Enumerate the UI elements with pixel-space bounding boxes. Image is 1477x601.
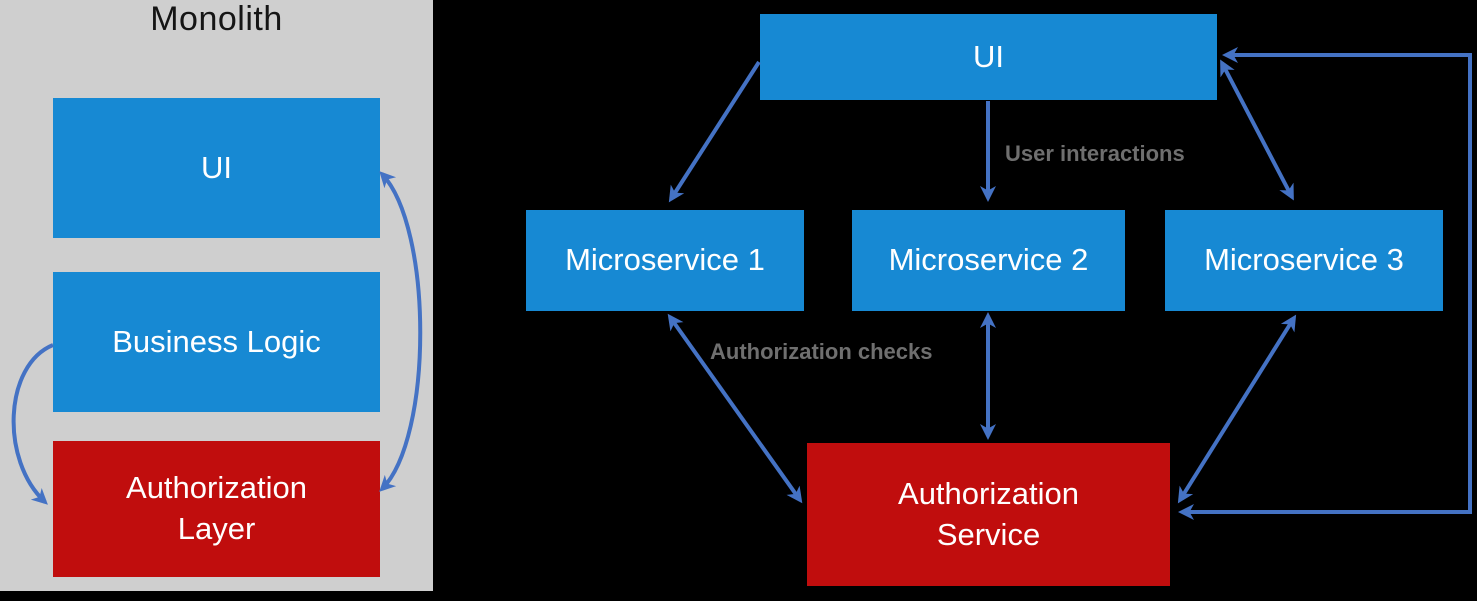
monolith-authorization-layer-label: Authorization Layer bbox=[126, 470, 307, 546]
monolith-business-logic-box: Business Logic bbox=[53, 272, 380, 412]
authorization-checks-label: Authorization checks bbox=[710, 339, 933, 364]
monolith-authorization-layer-box: Authorization Layer bbox=[53, 441, 380, 577]
user-interactions-label: User interactions bbox=[1005, 141, 1185, 166]
microservice-3-box: Microservice 3 bbox=[1165, 210, 1443, 311]
arrow-ui-microservice-3-bidirectional bbox=[1220, 59, 1294, 201]
arrow-ui-to-microservice-1 bbox=[668, 60, 761, 203]
monolith-ui-label: UI bbox=[201, 149, 232, 185]
arrow-microservice-3-auth-service-bidirectional bbox=[1177, 314, 1297, 504]
monolith-title: Monolith bbox=[150, 0, 283, 38]
microservice-2-box: Microservice 2 bbox=[852, 210, 1125, 311]
microservices-ui-label: UI bbox=[973, 38, 1004, 74]
microservice-3-label: Microservice 3 bbox=[1204, 242, 1404, 278]
monolith-ui-box: UI bbox=[53, 98, 380, 238]
microservice-1-label: Microservice 1 bbox=[565, 242, 765, 278]
microservices-ui-box: UI bbox=[760, 14, 1217, 100]
authorization-service-box: Authorization Service bbox=[807, 443, 1170, 586]
authorization-service-label: Authorization Service bbox=[898, 475, 1079, 552]
microservice-1-box: Microservice 1 bbox=[526, 210, 804, 311]
monolith-business-logic-label: Business Logic bbox=[112, 323, 321, 359]
microservice-2-label: Microservice 2 bbox=[888, 242, 1089, 278]
